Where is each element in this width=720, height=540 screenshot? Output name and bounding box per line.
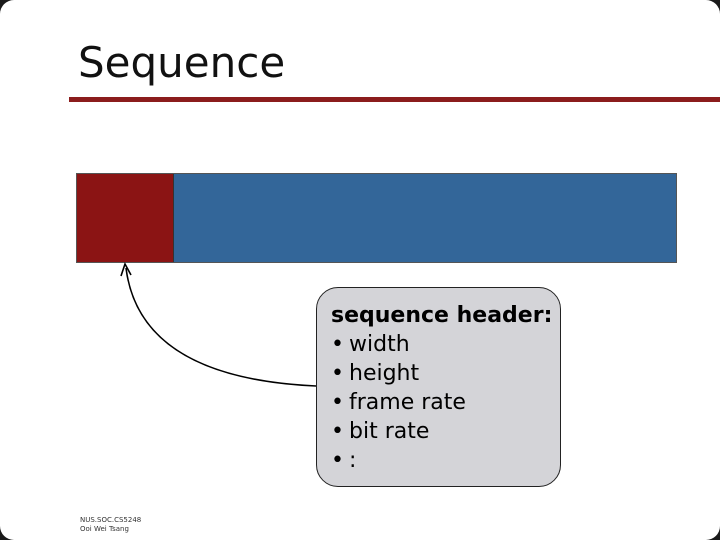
bullet: • bbox=[331, 390, 344, 415]
title-underline bbox=[69, 97, 720, 102]
arrow-curve bbox=[125, 267, 317, 387]
bullet: • bbox=[331, 448, 344, 473]
callout-item-label: frame rate bbox=[349, 390, 466, 415]
sequence-header-block bbox=[77, 174, 174, 262]
callout-item: •height bbox=[331, 359, 552, 388]
callout-heading: sequence header: bbox=[331, 303, 553, 328]
callout-item: •: bbox=[331, 446, 552, 475]
callout-item-label: bit rate bbox=[349, 419, 430, 444]
slide-title: Sequence bbox=[78, 38, 286, 87]
bullet: • bbox=[331, 332, 344, 357]
callout-item-label: width bbox=[349, 332, 410, 357]
callout-box bbox=[316, 287, 561, 487]
bullet: • bbox=[331, 419, 344, 444]
sequence-bar bbox=[76, 173, 677, 263]
sequence-body-block bbox=[174, 174, 676, 262]
callout-item: •width bbox=[331, 330, 552, 359]
callout-item: •frame rate bbox=[331, 388, 552, 417]
footer-author: Ooi Wei Tsang bbox=[80, 525, 129, 533]
callout-item: •bit rate bbox=[331, 417, 552, 446]
footer-course: NUS.SOC.CS5248 bbox=[80, 516, 142, 524]
callout-text: sequence header: •width •height •frame r… bbox=[331, 301, 552, 475]
arrow-head bbox=[120, 262, 132, 277]
bullet: • bbox=[331, 361, 344, 386]
footer: NUS.SOC.CS5248 Ooi Wei Tsang bbox=[80, 516, 141, 534]
callout-item-label: : bbox=[349, 448, 357, 473]
callout-item-label: height bbox=[349, 361, 420, 386]
